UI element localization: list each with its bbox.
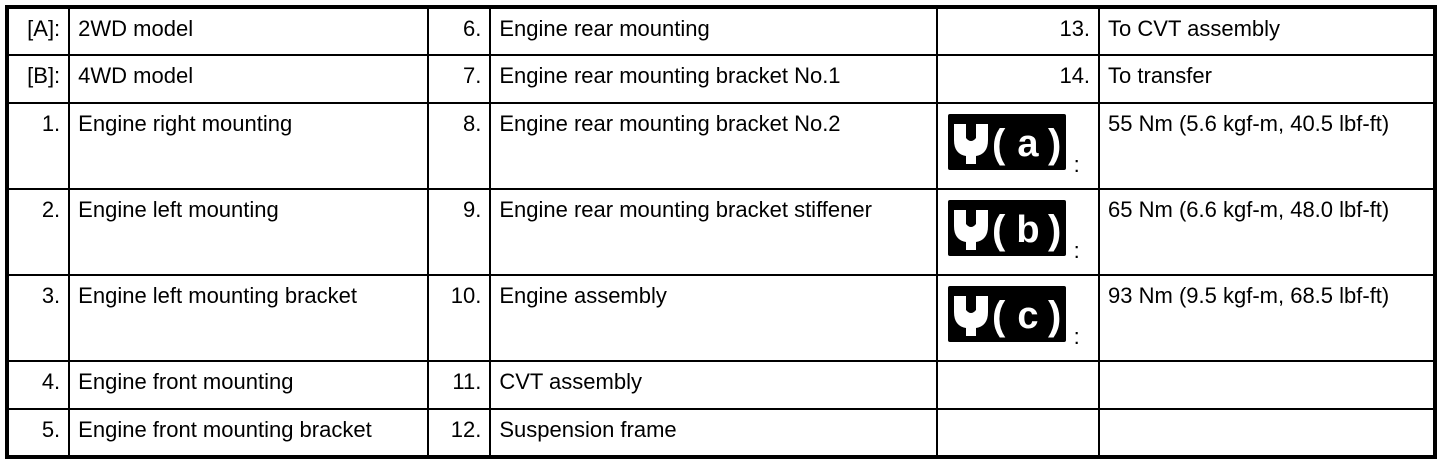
item-name: Engine rear mounting: [489, 6, 938, 56]
item-number: 14.: [935, 54, 1101, 104]
colon: :: [1073, 324, 1080, 349]
empty-cell: [935, 360, 1101, 410]
table-row: 5. Engine front mounting bracket 12. Sus…: [5, 408, 1436, 458]
table-row: 2. Engine left mounting 9. Engine rear m…: [5, 188, 1436, 276]
colon: :: [1073, 152, 1080, 177]
torque-value: 65 Nm (6.6 kgf-m, 48.0 lbf-ft): [1098, 188, 1436, 276]
legend-container: [A]: 2WD model 6. Engine rear mounting 1…: [5, 5, 1437, 459]
svg-text:): ): [1048, 208, 1061, 252]
item-number: 9.: [427, 188, 492, 276]
wrench-torque-icon: ( c ): [947, 286, 1066, 342]
torque-value: 93 Nm (9.5 kgf-m, 68.5 lbf-ft): [1098, 274, 1436, 362]
item-name: Engine right mounting: [68, 102, 430, 190]
svg-text:): ): [1048, 122, 1061, 166]
parts-legend-table: [A]: 2WD model 6. Engine rear mounting 1…: [5, 5, 1437, 459]
item-name: Suspension frame: [489, 408, 938, 458]
torque-letter: a: [1017, 123, 1039, 165]
item-name: Engine rear mounting bracket No.1: [489, 54, 938, 104]
torque-symbol-cell: ( c ) :: [935, 274, 1101, 362]
item-number: 5.: [5, 408, 71, 458]
empty-cell: [935, 408, 1101, 458]
torque-symbol-cell: ( a ) :: [935, 102, 1101, 190]
item-name: To transfer: [1098, 54, 1436, 104]
item-number: 10.: [427, 274, 492, 362]
item-number: 8.: [427, 102, 492, 190]
item-number: 1.: [5, 102, 71, 190]
row-text: 4WD model: [68, 54, 430, 104]
torque-symbol-cell: ( b ) :: [935, 188, 1101, 276]
row-label: [B]:: [5, 54, 71, 104]
table-row: 1. Engine right mounting 8. Engine rear …: [5, 102, 1436, 190]
item-name: Engine rear mounting bracket stiffener: [489, 188, 938, 276]
item-name: To CVT assembly: [1098, 6, 1436, 56]
item-number: 7.: [427, 54, 492, 104]
torque-letter: b: [1016, 209, 1039, 251]
item-number: 2.: [5, 188, 71, 276]
item-name: Engine assembly: [489, 274, 938, 362]
svg-text:(: (: [992, 294, 1006, 338]
item-name: Engine front mounting: [68, 360, 430, 410]
item-name: Engine front mounting bracket: [68, 408, 430, 458]
item-number: 11.: [427, 360, 492, 410]
empty-cell: [1098, 408, 1436, 458]
item-name: Engine rear mounting bracket No.2: [489, 102, 938, 190]
item-number: 6.: [427, 6, 492, 56]
wrench-torque-icon: ( b ): [947, 200, 1066, 256]
table-row: 3. Engine left mounting bracket 10. Engi…: [5, 274, 1436, 362]
table-row: 4. Engine front mounting 11. CVT assembl…: [5, 360, 1436, 410]
torque-letter: c: [1017, 295, 1038, 337]
svg-text:): ): [1048, 294, 1061, 338]
colon: :: [1073, 238, 1080, 263]
item-name: CVT assembly: [489, 360, 938, 410]
svg-text:(: (: [992, 122, 1006, 166]
item-number: 13.: [935, 6, 1101, 56]
wrench-torque-icon: ( a ): [947, 114, 1066, 170]
item-name: Engine left mounting bracket: [68, 274, 430, 362]
row-label: [A]:: [5, 6, 71, 56]
torque-value: 55 Nm (5.6 kgf-m, 40.5 lbf-ft): [1098, 102, 1436, 190]
item-number: 3.: [5, 274, 71, 362]
svg-text:(: (: [992, 208, 1006, 252]
table-row: [A]: 2WD model 6. Engine rear mounting 1…: [5, 6, 1436, 56]
table-row: [B]: 4WD model 7. Engine rear mounting b…: [5, 54, 1436, 104]
item-name: Engine left mounting: [68, 188, 430, 276]
empty-cell: [1098, 360, 1436, 410]
item-number: 4.: [5, 360, 71, 410]
row-text: 2WD model: [68, 6, 430, 56]
item-number: 12.: [427, 408, 492, 458]
